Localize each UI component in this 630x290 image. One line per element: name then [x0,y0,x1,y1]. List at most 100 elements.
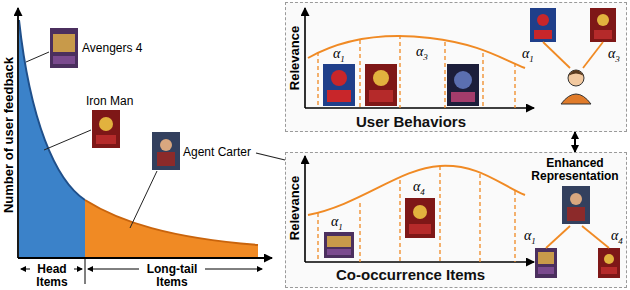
drawing-rect [590,8,616,42]
drawing-circle [99,117,113,131]
drawing-path [19,20,85,200]
drawing-g [318,166,515,262]
weight-symbol: α1 [331,214,343,233]
drawing-rect [538,267,554,274]
drawing-line [256,153,285,160]
drawing-g [324,232,354,258]
drawing-line [44,130,91,150]
weight-symbol: α3 [608,46,620,65]
drawing-rect [285,2,627,132]
drawing-circle [597,14,609,26]
panel-title: Co-occurrence Items [336,266,485,284]
drawing-path [568,70,584,76]
drawing-line [317,52,318,108]
drawing-g [598,248,620,278]
drawing-line [317,213,318,262]
drawing-rect [409,224,431,234]
drawing-line [582,226,609,248]
drawing-circle [373,70,389,86]
drawing-g [535,248,557,278]
drawing-circle [454,71,472,89]
drawing-rect [285,152,627,288]
drawing-line [26,52,49,62]
weight-symbol: α4 [611,228,623,247]
annotation: Enhanced Representation [528,157,622,183]
drawing-rect [562,186,590,224]
drawing-rect [327,90,351,102]
drawing-rect [601,267,617,274]
drawing-circle [570,193,582,205]
drawing-path [308,36,525,68]
drawing-rect [323,64,355,106]
weight-symbol: α3 [416,44,428,63]
drawing-g [447,64,479,106]
dashed-panel: User Behaviors [285,2,627,132]
drawing-circle [568,70,584,86]
drawing-rect [594,30,612,39]
drawing-line [304,156,306,262]
drawing-path [308,166,525,215]
drawing-line [304,8,306,108]
range-label: Head Items [30,263,74,289]
drawing-line [439,166,440,262]
weight-symbol: α1 [333,46,345,65]
user-behavior-plot [305,8,603,108]
drawing-line [543,42,570,68]
drawing-circle [413,205,427,219]
drawing-rect [50,28,78,68]
drawing-rect [598,248,620,278]
drawing-rect [152,132,180,170]
drawing-line [305,261,534,263]
weight-symbol: α1 [524,228,536,247]
drawing-line [479,174,480,262]
drawing-rect [451,92,475,102]
drawing-rect [530,8,556,42]
drawing-line [514,191,515,262]
drawing-line [482,53,483,108]
drawing-g [152,132,180,170]
drawing-rect [534,30,552,39]
movie-label: Agent Carter [183,146,251,159]
drawing-line [359,40,360,108]
drawing-g [92,110,120,148]
drawing-rect [447,64,479,106]
weight-symbol: α4 [413,179,425,198]
drawing-g [405,198,435,238]
drawing-path [85,200,258,257]
weight-symbol: α1 [522,46,534,65]
drawing-g [590,8,616,42]
drawing-rect [92,110,120,148]
drawing-rect [535,248,557,278]
drawing-circle [604,254,614,264]
drawing-line [85,258,86,284]
drawing-circle [331,70,347,86]
drawing-rect [53,34,75,52]
drawing-line [359,203,360,262]
movie-label: Avengers 4 [82,42,143,55]
drawing-g [323,64,355,106]
drawing-rect [327,236,351,247]
movie-label: Iron Man [86,95,133,108]
drawing-circle [160,139,172,151]
range-label: Long-tail Items [139,263,205,289]
drawing-rect [327,249,351,255]
drawing-line [583,42,603,68]
drawing-g [50,28,78,68]
drawing-line [305,107,534,109]
double-arrow [574,132,576,152]
drawing-path [85,200,258,245]
axis-title: Relevance [288,26,302,90]
movie-posters [50,8,620,278]
drawing-line [17,8,19,258]
drawing-g [365,64,397,106]
drawing-rect [53,56,75,64]
axis-title: Number of user feedback [2,57,16,213]
axis-title: Relevance [288,176,302,240]
drawing-rect [369,90,393,102]
drawing-line [399,35,400,108]
drawing-path [561,94,591,104]
drawing-line [130,171,157,228]
drawing-rect [365,64,397,106]
